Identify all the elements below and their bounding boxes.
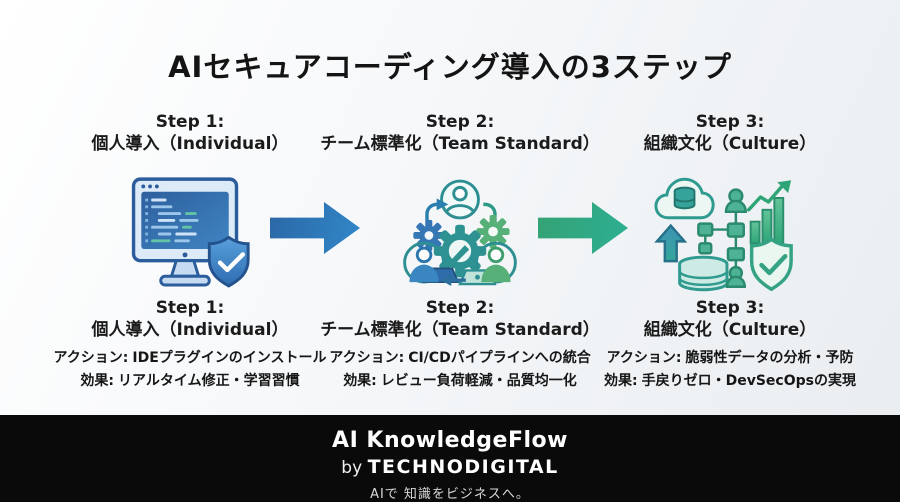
action-label: アクション: bbox=[329, 350, 405, 366]
action-label: アクション: bbox=[53, 350, 129, 366]
effect-label: 効果: bbox=[80, 373, 114, 389]
step2-number: Step 2: bbox=[425, 298, 495, 318]
step3-top-label: Step 3: 組織文化（Culture） bbox=[580, 111, 880, 155]
company-name: TECHNODIGITAL bbox=[367, 456, 559, 478]
brand-footer: AI KnowledgeFlow by TECHNODIGITAL AIで 知識… bbox=[0, 415, 900, 502]
brand-tagline: AIで 知識をビジネスへ。 bbox=[370, 487, 530, 502]
step1-top-label: Step 1: 個人導入（Individual） bbox=[40, 111, 340, 155]
effect-label: 効果: bbox=[604, 373, 638, 389]
by-prefix: by bbox=[341, 458, 363, 478]
step2-action: アクション:CI/CDパイプラインへの統合 bbox=[300, 348, 620, 369]
monitor-code-shield-icon bbox=[118, 172, 254, 296]
step3-details: アクション:脆弱性データの分析・予防 効果:手戻りゼロ・DevSecOpsの実現 bbox=[570, 348, 890, 394]
step2-bottom-label: Step 2: チーム標準化（Team Standard） bbox=[310, 297, 610, 341]
step3-action: アクション:脆弱性データの分析・予防 bbox=[570, 348, 890, 369]
step1-bottom-label: Step 1: 個人導入（Individual） bbox=[40, 297, 340, 341]
step2-details: アクション:CI/CDパイプラインへの統合 効果:レビュー負荷軽減・品質均一化 bbox=[300, 348, 620, 394]
step1-effect: 効果:リアルタイム修正・学習習慣 bbox=[30, 371, 350, 392]
page-title: AIセキュアコーディング導入の3ステップ bbox=[168, 50, 732, 84]
step1-number: Step 1: bbox=[155, 112, 225, 132]
step2-name: チーム標準化（Team Standard） bbox=[320, 320, 600, 340]
team-collaboration-gears-icon bbox=[392, 172, 528, 296]
step3-effect: 効果:手戻りゼロ・DevSecOpsの実現 bbox=[570, 371, 890, 392]
effect-text: リアルタイム修正・学習習慣 bbox=[118, 373, 300, 389]
step3-name: 組織文化（Culture） bbox=[643, 320, 817, 340]
data-culture-ecosystem-icon bbox=[652, 172, 800, 296]
arrow-right-icon bbox=[270, 202, 360, 254]
step1-details: アクション:IDEプラグインのインストール 効果:リアルタイム修正・学習習慣 bbox=[30, 348, 350, 394]
step3-bottom-label: Step 3: 組織文化（Culture） bbox=[580, 297, 880, 341]
step1-name: 個人導入（Individual） bbox=[91, 134, 289, 154]
effect-text: レビュー負荷軽減・品質均一化 bbox=[380, 373, 577, 389]
step3-number: Step 3: bbox=[695, 298, 765, 318]
action-text: IDEプラグインのインストール bbox=[132, 350, 327, 366]
brand-name: AI KnowledgeFlow bbox=[332, 428, 568, 453]
brand-byline: by TECHNODIGITAL bbox=[0, 456, 900, 478]
effect-text: 手戻りゼロ・DevSecOpsの実現 bbox=[641, 373, 856, 389]
step3-number: Step 3: bbox=[695, 112, 765, 132]
step2-top-label: Step 2: チーム標準化（Team Standard） bbox=[310, 111, 610, 155]
arrow-right-icon bbox=[538, 202, 628, 254]
step1-action: アクション:IDEプラグインのインストール bbox=[30, 348, 350, 369]
action-label: アクション: bbox=[606, 350, 682, 366]
step2-number: Step 2: bbox=[425, 112, 495, 132]
step2-name: チーム標準化（Team Standard） bbox=[320, 134, 600, 154]
action-text: CI/CDパイプラインへの統合 bbox=[408, 350, 591, 366]
step2-effect: 効果:レビュー負荷軽減・品質均一化 bbox=[300, 371, 620, 392]
step1-name: 個人導入（Individual） bbox=[91, 320, 289, 340]
step1-number: Step 1: bbox=[155, 298, 225, 318]
action-text: 脆弱性データの分析・予防 bbox=[685, 350, 854, 366]
step3-name: 組織文化（Culture） bbox=[643, 134, 817, 154]
effect-label: 効果: bbox=[343, 373, 377, 389]
